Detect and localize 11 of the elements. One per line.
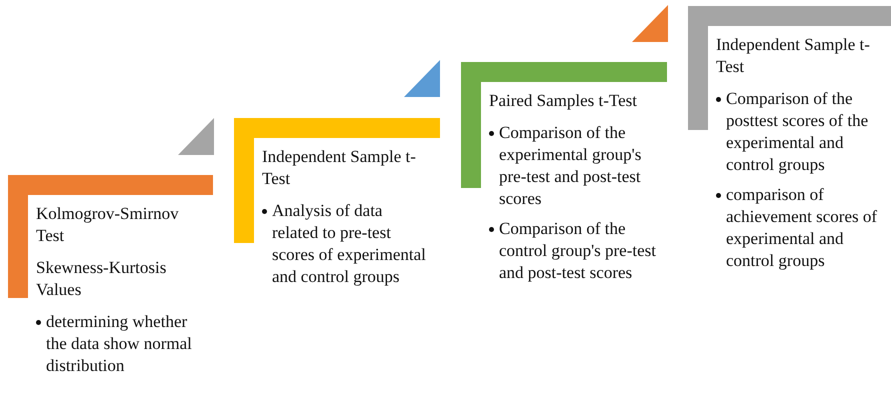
step-heading: Independent Sample t-Test bbox=[262, 146, 417, 190]
bullet-text: comparison of achievement scores of experimental and control groups bbox=[726, 185, 878, 270]
step-heading: Independent Sample t-Test bbox=[716, 34, 871, 78]
bullet-text: Comparison of the control group's pre-test and post-test scores bbox=[499, 219, 656, 282]
step-heading: Skewness-Kurtosis Values bbox=[36, 257, 168, 301]
step-heading: Paired Samples t-Test bbox=[489, 90, 638, 112]
bullet-text: Comparison of the posttest scores of the experimental and control groups bbox=[726, 89, 868, 174]
bullet-text: determining whether the data show normal distribution bbox=[46, 312, 192, 375]
bullet-text: Comparison of the experimental group's pre-test and post-test scores bbox=[499, 123, 642, 208]
step-heading: Kolmogrov-Smirnov Test bbox=[36, 203, 180, 247]
bullet-text: Analysis of data related to pre-test scores of experimental and control groups bbox=[272, 201, 426, 286]
